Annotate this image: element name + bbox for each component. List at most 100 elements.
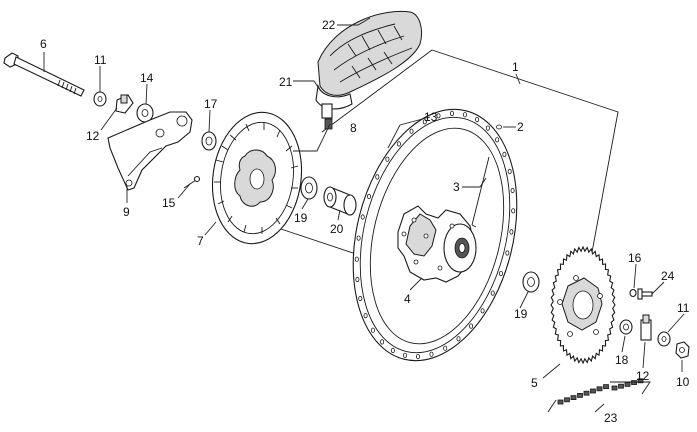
rim-hole bbox=[505, 250, 510, 256]
callout-11-left: 11 bbox=[94, 53, 107, 67]
rim-hole bbox=[429, 351, 434, 357]
callout-11-right: 11 bbox=[677, 301, 690, 315]
callout-12-right: 12 bbox=[636, 369, 650, 383]
rim-hole bbox=[402, 352, 407, 358]
rim-hole bbox=[485, 125, 490, 131]
callout-17: 17 bbox=[204, 97, 218, 111]
bearing-19-right-part bbox=[522, 271, 540, 293]
chain-part bbox=[547, 378, 651, 413]
bolt-24-part bbox=[637, 288, 653, 300]
rim-hole bbox=[366, 193, 371, 199]
rim-hole bbox=[449, 110, 454, 117]
callout-23: 23 bbox=[604, 411, 618, 425]
rim-hole bbox=[456, 336, 461, 342]
washer-right-part bbox=[657, 331, 671, 347]
bearing-19-left-part bbox=[300, 176, 318, 200]
chain-link bbox=[583, 390, 590, 396]
callout-2: 2 bbox=[517, 120, 524, 134]
rim-hole bbox=[375, 174, 380, 180]
bearing-17-part bbox=[201, 131, 217, 151]
rim-hole bbox=[380, 339, 385, 345]
rim-hole bbox=[509, 229, 514, 235]
tyre-part bbox=[317, 10, 423, 96]
washer-left-part bbox=[93, 91, 107, 107]
chain-link bbox=[570, 395, 577, 401]
brake-disc-part bbox=[211, 111, 303, 245]
callout-13: 13 bbox=[424, 110, 438, 124]
callout-4: 4 bbox=[404, 292, 411, 306]
callout-19-right: 19 bbox=[514, 307, 528, 321]
callout-14: 14 bbox=[140, 71, 154, 85]
callout-1: 1 bbox=[512, 60, 519, 74]
rim-hole bbox=[356, 235, 361, 241]
screw-15-part bbox=[183, 175, 201, 189]
rim-hole bbox=[390, 347, 395, 353]
rim-hole bbox=[498, 270, 503, 277]
rim-hole bbox=[495, 137, 500, 143]
rim-hole bbox=[409, 128, 414, 134]
leader-lines bbox=[43, 17, 685, 413]
callout-15: 15 bbox=[162, 196, 176, 210]
rim-hole bbox=[363, 312, 368, 319]
rim-hole bbox=[436, 113, 441, 119]
nipple-part bbox=[496, 124, 502, 130]
chain-adjuster-right-part bbox=[640, 314, 652, 341]
callout-19-left: 19 bbox=[294, 211, 308, 225]
chain-link bbox=[637, 378, 644, 384]
spacer-18-part bbox=[619, 319, 633, 335]
chain-link bbox=[603, 384, 609, 390]
chain-link bbox=[590, 388, 596, 394]
rim-hole bbox=[415, 353, 420, 360]
valve-part bbox=[324, 118, 333, 130]
caliper-bracket-part bbox=[107, 111, 193, 191]
chain-link bbox=[618, 383, 624, 389]
washer-16-part bbox=[629, 288, 637, 298]
rim-hole bbox=[490, 290, 495, 296]
rim-hole bbox=[358, 295, 363, 302]
chain-link bbox=[611, 385, 618, 391]
callout-21: 21 bbox=[279, 75, 293, 89]
callout-8: 8 bbox=[350, 121, 357, 135]
spacer-tube-part bbox=[323, 186, 357, 216]
callout-3: 3 bbox=[453, 180, 460, 194]
rim-hole bbox=[422, 119, 427, 125]
rim-hole bbox=[462, 112, 467, 118]
callout-12-left: 12 bbox=[86, 129, 100, 143]
rim-hole bbox=[385, 156, 390, 162]
rim-hole bbox=[443, 345, 448, 351]
callout-16: 16 bbox=[628, 251, 642, 265]
callout-10: 10 bbox=[676, 375, 690, 389]
rim-hole bbox=[511, 208, 516, 214]
callout-6: 6 bbox=[40, 37, 47, 51]
callout-22: 22 bbox=[322, 18, 336, 32]
callout-5: 5 bbox=[531, 376, 538, 390]
chain-adjuster-left-part bbox=[115, 94, 134, 114]
callout-20: 20 bbox=[330, 222, 344, 236]
rim-hole bbox=[354, 256, 359, 262]
chain-link bbox=[596, 386, 603, 392]
chain-link bbox=[564, 397, 570, 403]
rim-hole bbox=[507, 168, 512, 175]
chain-link bbox=[624, 381, 631, 387]
chain-links bbox=[557, 378, 644, 405]
callout-7: 7 bbox=[197, 234, 204, 248]
rim-hole bbox=[370, 327, 375, 333]
axle-part bbox=[3, 52, 85, 97]
callout-labels: 6 11 14 17 12 9 15 7 8 21 22 19 20 13 1 … bbox=[40, 18, 690, 425]
sprocket-part bbox=[550, 245, 616, 365]
rim-hole bbox=[510, 187, 515, 194]
callout-24: 24 bbox=[661, 269, 675, 283]
rim-hole bbox=[475, 117, 480, 123]
rim-hole bbox=[360, 214, 365, 220]
rim-hole bbox=[480, 308, 485, 314]
rim-spoke-holes bbox=[354, 110, 516, 360]
spoke-part bbox=[471, 156, 490, 228]
hub-part bbox=[397, 205, 477, 283]
chain-link bbox=[631, 380, 637, 386]
nut-part bbox=[675, 341, 690, 359]
chain-link bbox=[557, 399, 564, 405]
callout-9: 9 bbox=[123, 205, 130, 219]
rim-hole bbox=[355, 276, 360, 283]
